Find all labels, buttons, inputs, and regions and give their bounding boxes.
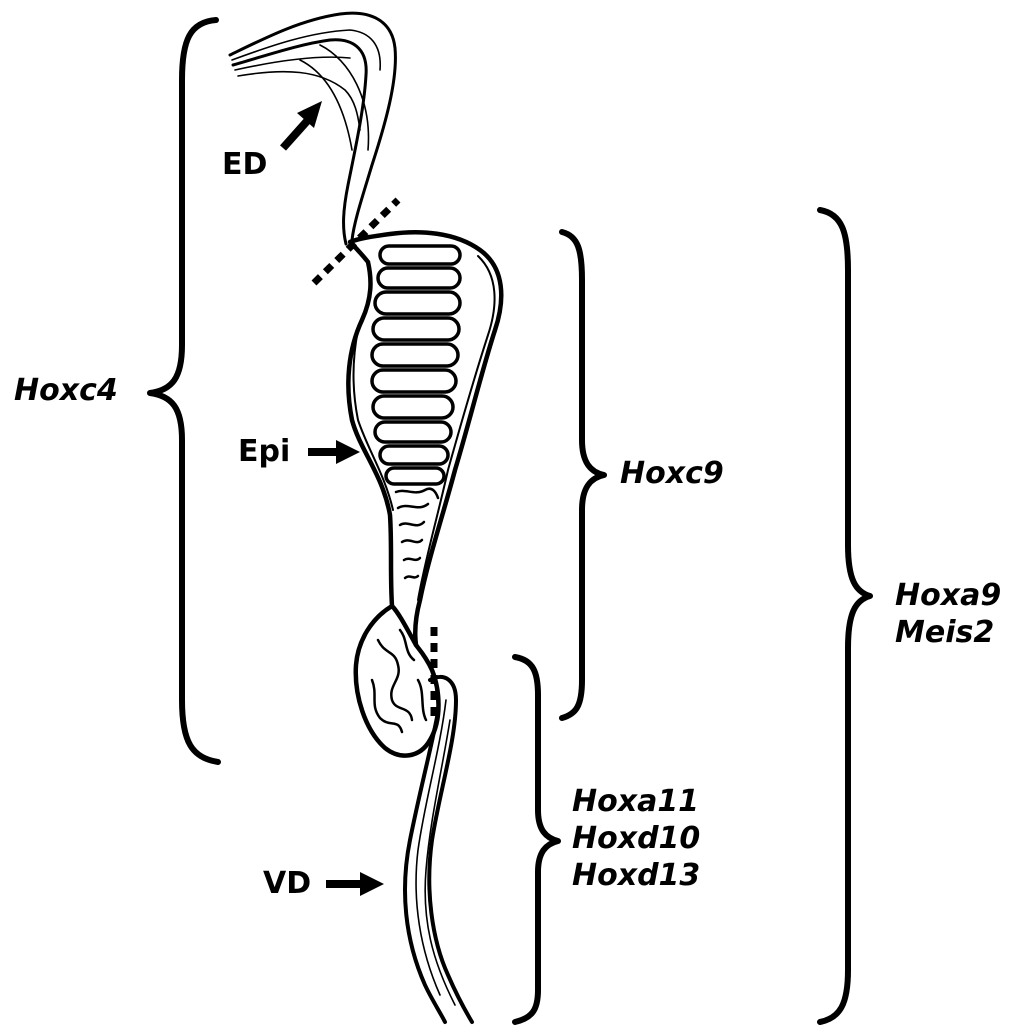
arrow-epi: [308, 440, 360, 464]
epididymis-outline: [348, 232, 501, 645]
brace-hoxa9-meis2: [820, 210, 870, 1022]
label-hoxa11-hoxd10-hoxd13: Hoxa11 Hoxd10 Hoxd13: [572, 783, 700, 894]
label-hoxa11: Hoxa11: [572, 783, 700, 820]
brace-hoxa11-hoxd10-hoxd13: [515, 657, 558, 1022]
vas-deferens: [405, 677, 472, 1022]
label-epi: Epi: [238, 437, 290, 467]
brace-hoxc4: [150, 20, 218, 762]
arrow-ed: [283, 101, 322, 148]
brace-hoxc9: [562, 232, 604, 718]
label-hoxd10: Hoxd10: [572, 820, 700, 857]
label-vd: VD: [263, 869, 311, 899]
label-hoxc4: Hoxc4: [14, 376, 118, 406]
arrow-vd: [326, 872, 384, 896]
epididymis-lobules: [372, 246, 460, 578]
label-hoxd13: Hoxd13: [572, 857, 700, 894]
label-hoxa9: Hoxa9: [895, 577, 1001, 614]
label-hoxa9-meis2: Hoxa9 Meis2: [895, 577, 1001, 651]
epididymis-edge-shading: [418, 256, 495, 600]
label-hoxc9: Hoxc9: [620, 459, 724, 489]
efferent-ducts: [230, 13, 395, 244]
label-ed: ED: [222, 150, 267, 180]
label-meis2: Meis2: [895, 614, 1001, 651]
